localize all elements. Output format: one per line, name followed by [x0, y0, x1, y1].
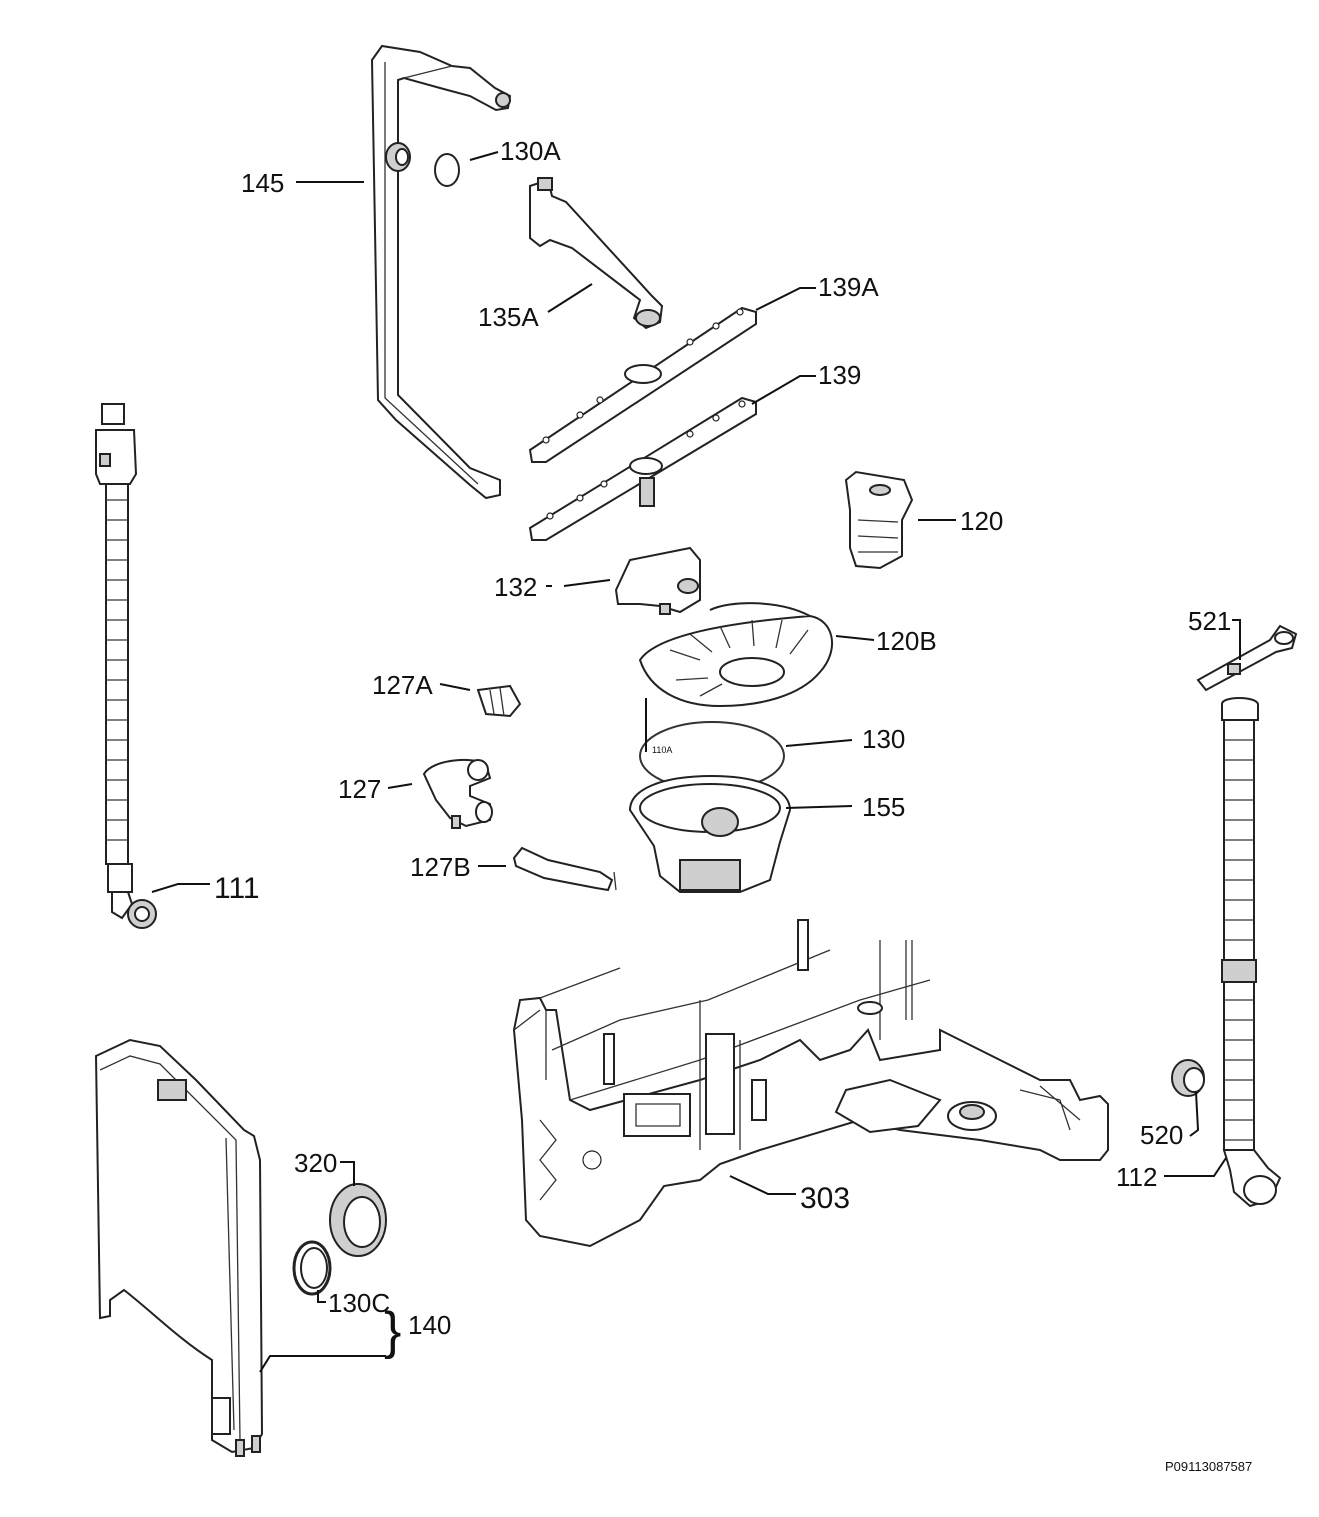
- document-id: P09113087587: [1165, 1459, 1252, 1474]
- label-120B: 120B: [876, 626, 937, 656]
- part-145-supply-pipe: [370, 44, 512, 500]
- label-521: 521: [1188, 606, 1231, 636]
- label-140-brace: }: [384, 1302, 401, 1360]
- part-120-micro-filter: [844, 470, 914, 570]
- label-139A: 139A: [818, 272, 879, 302]
- label-127: 127: [338, 774, 381, 804]
- label-120: 120: [960, 506, 1003, 536]
- label-130A: 130A: [500, 136, 561, 166]
- label-145: 145: [241, 168, 284, 198]
- part-135A-spray-arm-connector: [529, 177, 664, 330]
- label-111: 111: [214, 872, 260, 905]
- part-120B-filter-plate: [638, 602, 834, 708]
- part-112-drain-hose: [1221, 697, 1282, 1208]
- part-155-sump: [628, 774, 792, 893]
- label-132: 132: [494, 572, 537, 602]
- part-320-flange: [329, 1183, 387, 1257]
- part-130C-seal: [292, 1240, 332, 1296]
- label-127B: 127B: [410, 852, 471, 882]
- label-520: 520: [1140, 1120, 1183, 1150]
- label-320: 320: [294, 1148, 337, 1178]
- label-139: 139: [818, 360, 861, 390]
- label-127A: 127A: [372, 670, 433, 700]
- label-303: 303: [800, 1182, 850, 1215]
- part-520-grommet: [1171, 1059, 1205, 1097]
- label-155: 155: [862, 792, 905, 822]
- part-127-hose-elbow: [422, 758, 493, 829]
- label-110A: 110A: [652, 745, 672, 755]
- part-127A-sleeve: [476, 684, 522, 718]
- part-132-bracket: [614, 546, 701, 615]
- part-303-base-tray: [512, 919, 1109, 1248]
- part-140-side-panel: [94, 1038, 264, 1457]
- label-112: 112: [1116, 1162, 1157, 1192]
- label-130: 130: [862, 724, 905, 754]
- label-135A: 135A: [478, 302, 539, 332]
- label-130C: 130C: [328, 1288, 390, 1318]
- part-139-lower-spray-arm: [528, 396, 757, 541]
- leader-lines: [151, 151, 1241, 1373]
- part-139A-upper-spray-arm: [528, 306, 757, 463]
- label-140: 140: [408, 1310, 451, 1340]
- part-111-inlet-hose: [95, 403, 157, 929]
- part-521-lever: [1196, 624, 1298, 692]
- part-127B-small-hose: [512, 846, 617, 892]
- part-labels: 145 130A 135A 139A 139 120 132 120B 127A…: [214, 136, 1231, 1360]
- part-130A-o-ring: [434, 153, 460, 187]
